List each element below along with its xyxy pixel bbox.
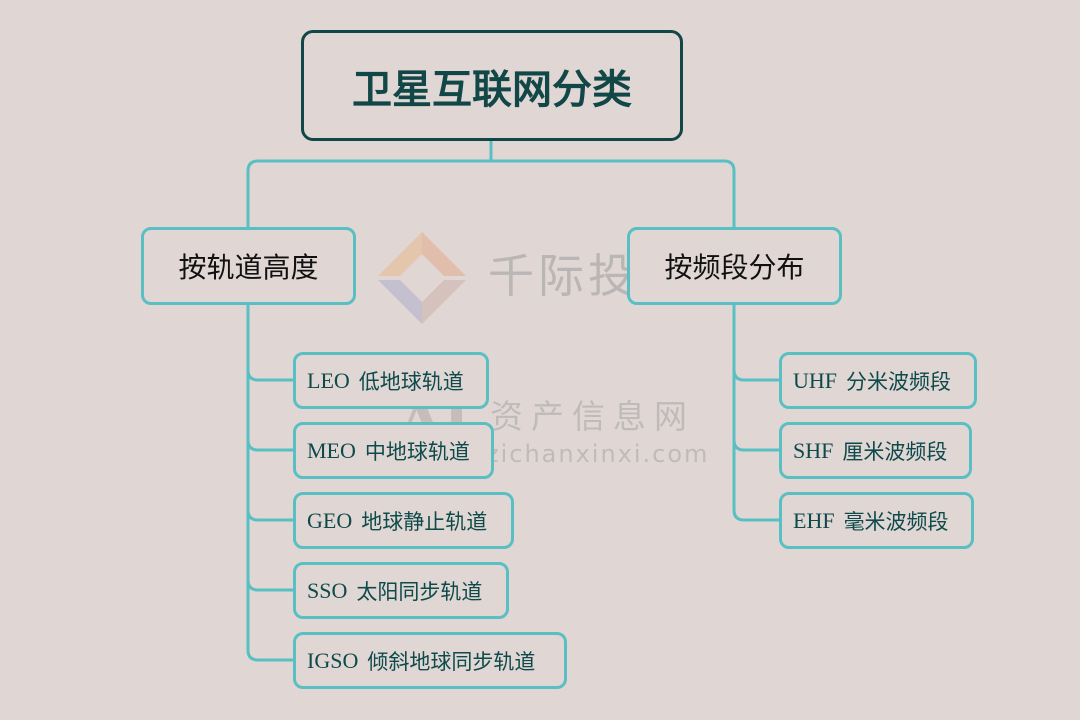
leaf-node-sso: SSO 太阳同步轨道 xyxy=(293,562,509,619)
leaf-node-geo: GEO 地球静止轨道 xyxy=(293,492,514,549)
leaf-desc: 倾斜地球同步轨道 xyxy=(367,649,536,674)
leaf-code: UHF xyxy=(793,367,838,393)
leaf-node-uhf: UHF 分米波频段 xyxy=(779,352,977,409)
altitude-tick-1 xyxy=(246,368,295,382)
altitude-tick-3 xyxy=(246,508,295,522)
branch-label: 按轨道高度 xyxy=(178,251,319,284)
root-node: 卫星互联网分类 xyxy=(301,30,683,141)
leaf-desc: 地球静止轨道 xyxy=(361,509,488,534)
frequency-tick-2 xyxy=(732,438,781,452)
leaf-node-igso: IGSO 倾斜地球同步轨道 xyxy=(293,632,567,689)
root-label: 卫星互联网分类 xyxy=(352,66,632,113)
branch-node-frequency: 按频段分布 xyxy=(627,227,842,305)
altitude-tick-2 xyxy=(246,438,295,452)
leaf-node-ehf: EHF 毫米波频段 xyxy=(779,492,974,549)
leaf-desc: 中地球轨道 xyxy=(364,439,470,464)
altitude-spine xyxy=(246,303,295,662)
leaf-desc: 太阳同步轨道 xyxy=(356,579,483,604)
leaf-desc: 厘米波频段 xyxy=(842,439,948,464)
leaf-code: LEO xyxy=(307,367,350,393)
branch-label: 按频段分布 xyxy=(664,251,805,284)
frequency-tick-1 xyxy=(732,368,781,382)
leaf-code: IGSO xyxy=(307,647,359,673)
branch-node-altitude: 按轨道高度 xyxy=(141,227,356,305)
altitude-tick-4 xyxy=(246,578,295,592)
root-connector xyxy=(246,139,736,229)
leaf-node-meo: MEO 中地球轨道 xyxy=(293,422,494,479)
leaf-node-shf: SHF 厘米波频段 xyxy=(779,422,972,479)
leaf-code: EHF xyxy=(793,507,835,533)
leaf-code: MEO xyxy=(307,437,356,463)
leaf-code: SSO xyxy=(307,577,348,603)
frequency-spine xyxy=(732,303,781,522)
leaf-desc: 分米波频段 xyxy=(846,369,952,394)
watermark-logo-icon xyxy=(378,232,466,324)
leaf-desc: 低地球轨道 xyxy=(358,369,464,394)
leaf-code: SHF xyxy=(793,437,834,463)
leaf-code: GEO xyxy=(307,507,353,533)
leaf-node-leo: LEO 低地球轨道 xyxy=(293,352,489,409)
leaf-desc: 毫米波频段 xyxy=(843,509,949,534)
